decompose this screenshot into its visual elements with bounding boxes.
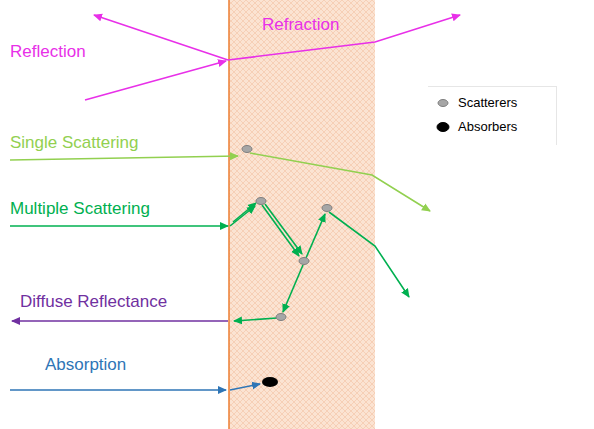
legend-symbol: [436, 97, 450, 109]
legend-text: Scatterers: [458, 91, 517, 115]
process-label: Reflection: [10, 42, 86, 62]
legend-text: Absorbers: [458, 115, 517, 139]
process-label: Multiple Scattering: [10, 199, 150, 219]
legend-symbol: [436, 121, 450, 133]
process-label: Single Scattering: [10, 133, 139, 153]
process-label: Diffuse Reflectance: [20, 292, 167, 312]
legend-box: ScatterersAbsorbers: [428, 86, 557, 145]
legend-row: Absorbers: [428, 115, 556, 139]
process-label: Absorption: [45, 355, 126, 375]
process-label: Refraction: [262, 15, 339, 35]
legend-row: Scatterers: [428, 91, 556, 115]
